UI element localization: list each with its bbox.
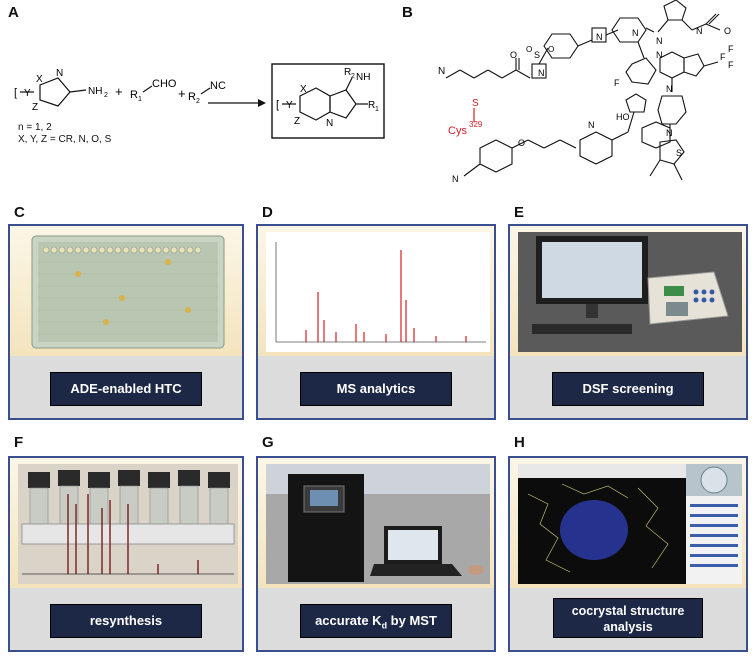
svg-text:N: N bbox=[666, 128, 673, 138]
svg-text:N: N bbox=[632, 28, 639, 38]
svg-text:N: N bbox=[588, 120, 595, 130]
panel-d: MS analytics bbox=[256, 224, 496, 420]
svg-text:N: N bbox=[438, 66, 445, 77]
resynthesis-button: resynthesis bbox=[50, 604, 202, 638]
mst-caption-sub: d bbox=[381, 620, 388, 631]
mst-button: accurate Kd by MST bbox=[300, 604, 452, 638]
svg-text:Z: Z bbox=[32, 102, 38, 113]
svg-text:CHO: CHO bbox=[152, 78, 177, 90]
svg-text:NC: NC bbox=[210, 80, 226, 92]
svg-text:R: R bbox=[368, 100, 375, 111]
svg-text:2: 2 bbox=[196, 98, 200, 105]
svg-text:NH: NH bbox=[88, 86, 102, 97]
svg-text:[: [ bbox=[14, 87, 17, 99]
panel-h: cocrystal structure analysis bbox=[508, 456, 748, 652]
cocrystal-screenshot bbox=[518, 464, 742, 584]
microplate-photo bbox=[31, 235, 225, 349]
panel-g: accurate Kd by MST bbox=[256, 456, 496, 652]
mst-instrument-photo bbox=[266, 464, 490, 584]
svg-text:X: X bbox=[36, 74, 43, 85]
panel-label-c: C bbox=[14, 204, 25, 221]
panel-c: ADE-enabled HTC bbox=[8, 224, 244, 420]
svg-text:X: X bbox=[300, 84, 307, 95]
panel-f: resynthesis bbox=[8, 456, 244, 652]
panel-label-d: D bbox=[262, 204, 273, 221]
svg-text:N: N bbox=[452, 174, 459, 184]
svg-text:2: 2 bbox=[351, 73, 355, 80]
svg-text:F: F bbox=[614, 78, 620, 88]
svg-text:S: S bbox=[534, 50, 540, 60]
mass-spectrum bbox=[266, 232, 490, 352]
svg-text:F: F bbox=[728, 60, 734, 70]
svg-text:R: R bbox=[344, 67, 351, 78]
resynthesis-photo bbox=[18, 464, 238, 584]
dsf-screening-button: DSF screening bbox=[552, 372, 704, 406]
panel-label-a: A bbox=[8, 4, 19, 21]
cys-residue-number: 329 bbox=[469, 120, 483, 129]
svg-text:N: N bbox=[656, 50, 663, 60]
svg-text:O: O bbox=[724, 26, 731, 36]
svg-text:N: N bbox=[596, 32, 603, 42]
svg-text:S: S bbox=[676, 148, 682, 158]
panel-label-h: H bbox=[514, 434, 525, 451]
mst-caption-main: accurate K bbox=[315, 613, 382, 628]
dsf-instrument-photo bbox=[518, 232, 742, 352]
n-note: n = 1, 2 bbox=[18, 122, 52, 133]
svg-text:Y: Y bbox=[286, 100, 293, 111]
svg-text:N: N bbox=[538, 68, 545, 78]
svg-text:N: N bbox=[656, 36, 663, 46]
svg-text:1: 1 bbox=[375, 106, 379, 113]
svg-text:[: [ bbox=[276, 99, 279, 111]
svg-text:+: + bbox=[115, 84, 123, 99]
svg-text:S: S bbox=[472, 98, 479, 109]
panel-label-f: F bbox=[14, 434, 24, 451]
cys-residue: Cys bbox=[448, 125, 467, 137]
svg-text:N: N bbox=[326, 118, 333, 129]
xyz-note: X, Y, Z = CR, N, O, S bbox=[18, 134, 112, 145]
svg-text:O: O bbox=[518, 138, 525, 148]
svg-text:N: N bbox=[666, 84, 673, 94]
svg-text:1: 1 bbox=[138, 96, 142, 103]
svg-text:F: F bbox=[728, 44, 734, 54]
svg-text:NH: NH bbox=[356, 72, 370, 83]
ms-analytics-button: MS analytics bbox=[300, 372, 452, 406]
mst-caption-tail: by MST bbox=[387, 613, 437, 628]
panel-label-g: G bbox=[262, 434, 274, 451]
svg-text:F: F bbox=[720, 52, 726, 62]
svg-text:N: N bbox=[56, 68, 63, 79]
svg-text:R: R bbox=[130, 89, 138, 101]
svg-text:O: O bbox=[510, 50, 517, 60]
svg-text:2: 2 bbox=[104, 92, 108, 99]
svg-text:HO: HO bbox=[616, 112, 630, 122]
ade-htc-button: ADE-enabled HTC bbox=[50, 372, 202, 406]
svg-text:R: R bbox=[188, 91, 196, 103]
svg-text:O: O bbox=[526, 45, 532, 54]
svg-text:Y: Y bbox=[24, 88, 31, 99]
svg-text:+: + bbox=[178, 86, 186, 101]
svg-text:O: O bbox=[548, 45, 554, 54]
cocrystal-button: cocrystal structure analysis bbox=[553, 598, 703, 638]
panel-label-e: E bbox=[514, 204, 525, 221]
svg-text:Z: Z bbox=[294, 116, 300, 127]
svg-text:N: N bbox=[696, 26, 703, 36]
panel-e: DSF screening bbox=[508, 224, 748, 420]
panel-label-b: B bbox=[402, 4, 413, 21]
